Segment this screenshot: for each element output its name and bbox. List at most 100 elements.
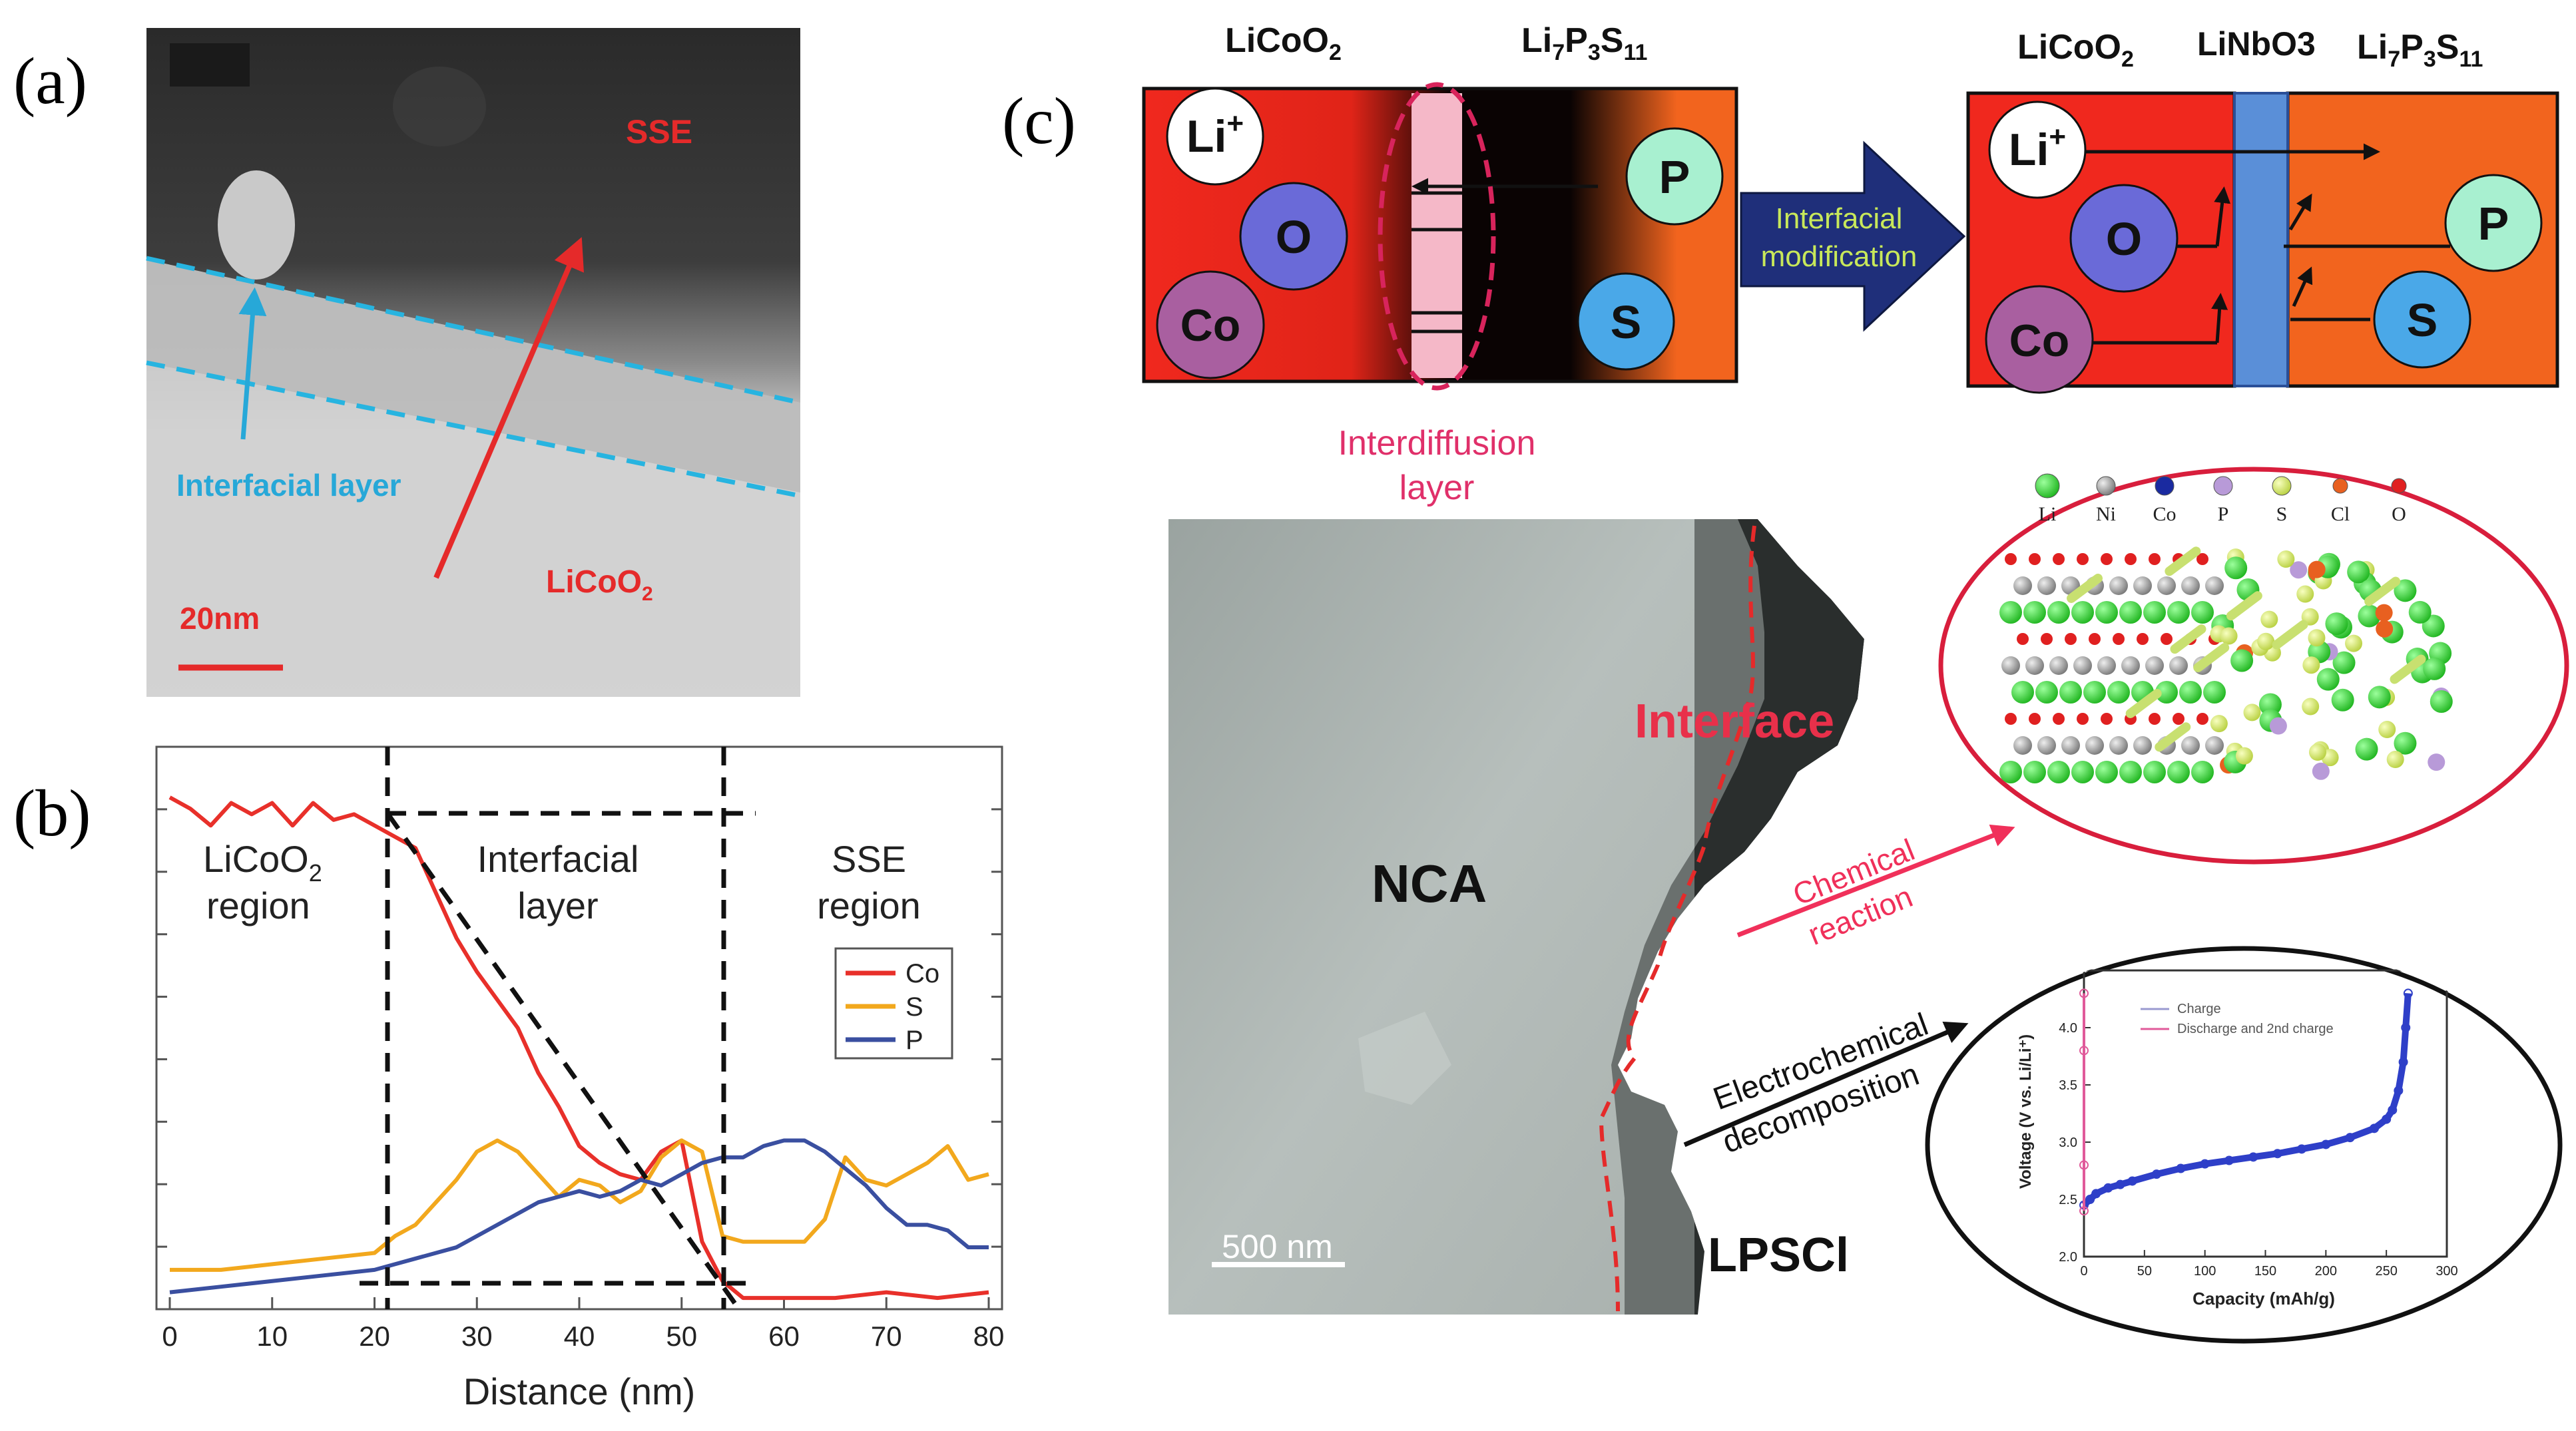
right-lps-heading: Li7P3S11 xyxy=(2357,28,2483,72)
scale-bar-c: 500 nm xyxy=(1222,1228,1333,1265)
atom-legend-cl-icon xyxy=(2332,478,2348,494)
atom-icon xyxy=(2013,736,2032,755)
inset-point xyxy=(2394,1086,2404,1096)
atom-icon xyxy=(2161,633,2173,645)
inset-y-tick-label: 2.5 xyxy=(2059,1193,2077,1207)
atom-icon xyxy=(2191,601,2214,624)
atom-legend-p-icon xyxy=(2213,476,2233,496)
atom-icon xyxy=(2143,601,2166,624)
inset-point xyxy=(2176,1163,2186,1173)
atom-icon xyxy=(2332,651,2356,674)
linbo3-heading: LiNbO3 xyxy=(2197,25,2316,63)
inset-point xyxy=(2224,1155,2234,1165)
atom-icon xyxy=(2037,576,2056,595)
atom-icon xyxy=(2053,713,2065,725)
atom-icon xyxy=(2428,753,2446,771)
inset-point xyxy=(2079,1206,2089,1216)
atom-icon xyxy=(2220,627,2238,645)
inset-x-tick-label: 300 xyxy=(2436,1264,2457,1279)
x-tick-label: 40 xyxy=(564,1321,595,1352)
atom-icon xyxy=(2053,553,2065,565)
atom-icon xyxy=(2169,656,2188,675)
atom-icon xyxy=(2097,656,2116,675)
region-licoo2-line1: LiCoO2 xyxy=(203,838,322,887)
atom-icon xyxy=(2077,713,2089,725)
inset-y-tick-label: 3.0 xyxy=(2059,1135,2077,1150)
bond-icon xyxy=(2067,573,2103,603)
chemical-reaction-arrow-icon xyxy=(1736,824,2015,938)
panel-a-label: (a) xyxy=(13,44,87,118)
x-tick-label: 70 xyxy=(871,1321,902,1352)
atom-icon xyxy=(2029,553,2041,565)
atom-icon xyxy=(2047,601,2070,624)
atom-icon xyxy=(2133,736,2152,755)
inset-point xyxy=(2085,1195,2095,1204)
inset-point xyxy=(2152,1169,2161,1179)
atom-icon xyxy=(2005,553,2017,565)
atom-icon xyxy=(2157,576,2176,595)
cobalt-atom-icon xyxy=(1156,270,1265,379)
bond-icon xyxy=(2364,576,2401,606)
li-symbol-right: Li+ xyxy=(2009,120,2066,175)
modification-label-2: modification xyxy=(1761,240,1918,273)
atom-icon xyxy=(2258,693,2282,716)
region-interfacial-line1: Interfacial xyxy=(477,838,639,880)
atom-icon xyxy=(2308,629,2326,647)
atom-icon xyxy=(2071,601,2094,624)
interface-label: Interface xyxy=(1635,695,1834,748)
atom-icon xyxy=(2029,713,2041,725)
inset-point xyxy=(2091,1189,2101,1199)
x-tick-label: 30 xyxy=(461,1321,493,1352)
atom-icon xyxy=(2296,585,2314,603)
panel-c-label: (c) xyxy=(1002,84,1076,158)
atom-legend-label: O xyxy=(2392,503,2406,525)
atom-icon xyxy=(2149,713,2161,725)
atom-icon xyxy=(2155,681,2178,704)
atom-legend-li-icon xyxy=(2035,473,2060,499)
inset-point xyxy=(2401,1023,2411,1032)
atom-icon xyxy=(2205,736,2224,755)
atom-icon xyxy=(2210,715,2228,733)
atom-icon xyxy=(2224,556,2248,580)
left-licoo2-heading: LiCoO2 xyxy=(1225,21,1342,65)
atom-icon xyxy=(2260,610,2278,628)
region-licoo2-line2: region xyxy=(206,885,310,926)
atom-icon xyxy=(2308,560,2326,578)
atom-icon xyxy=(2107,681,2130,704)
electrochemical-arrow-icon xyxy=(1683,1021,1969,1147)
atom-legend-co-icon xyxy=(2155,476,2175,496)
phosphorus-atom-icon xyxy=(1625,127,1724,226)
phosphorus-atom-icon xyxy=(2444,174,2543,272)
atom-icon xyxy=(2230,649,2254,672)
atom-legend-label: Co xyxy=(2153,503,2176,525)
atom-icon xyxy=(2368,686,2391,709)
atom-icon xyxy=(2203,681,2226,704)
atom-icon xyxy=(2001,656,2020,675)
atom-legend-o-icon xyxy=(2391,478,2407,494)
atom-icon xyxy=(2005,713,2017,725)
atom-icon xyxy=(2095,601,2118,624)
atom-icon xyxy=(2137,633,2149,645)
inset-x-tick-label: 0 xyxy=(2080,1264,2087,1279)
atom-icon xyxy=(2149,553,2161,565)
interdiffusion-label-2: layer xyxy=(1400,469,1475,507)
atom-icon xyxy=(2113,633,2125,645)
series-line-co xyxy=(168,795,989,1301)
atom-icon xyxy=(2085,736,2104,755)
atom-icon xyxy=(1999,761,2022,783)
inset-point xyxy=(2248,1152,2258,1162)
bond-icon xyxy=(2170,624,2206,654)
sem-image xyxy=(146,28,801,697)
atom-icon xyxy=(2173,713,2185,725)
s-symbol-right: S xyxy=(2407,294,2438,346)
atom-icon xyxy=(2196,553,2208,565)
interdiffusion-label-1: Interdiffusion xyxy=(1338,424,1536,463)
inset-point xyxy=(2127,1176,2137,1186)
inset-point xyxy=(2115,1179,2125,1189)
atom-legend-label: Li xyxy=(2039,503,2057,525)
inset-point xyxy=(2403,988,2413,998)
atom-icon xyxy=(2243,704,2261,721)
li-symbol-left: Li+ xyxy=(1186,107,1244,162)
bond-icon xyxy=(2272,620,2308,650)
